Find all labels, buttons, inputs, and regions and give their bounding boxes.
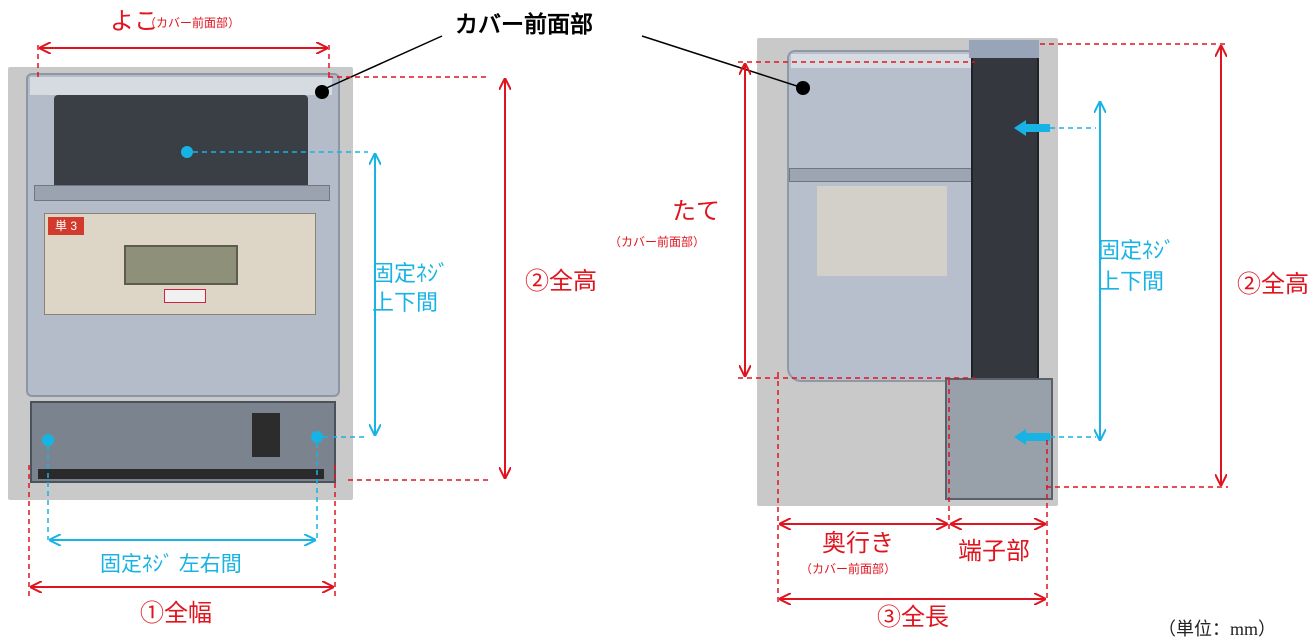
side-internal-module — [817, 186, 947, 276]
meter-badge: 単 3 — [48, 217, 84, 235]
side-view-photo — [757, 38, 1058, 506]
front-screw-top-dot — [181, 146, 193, 158]
side-base-dark — [971, 46, 1039, 388]
front-screw-vertical-label-2: 上下間 — [372, 290, 439, 315]
qr-code — [252, 413, 280, 457]
side-screw-bottom-arrow — [1014, 429, 1050, 445]
front-feet — [38, 469, 324, 479]
side-screw-vertical-label-1: 固定ﾈｼﾞ — [1098, 238, 1176, 263]
callout-leader-right — [641, 35, 804, 89]
callout-leader-left — [321, 35, 443, 91]
front-screw-horizontal-label: 固定ﾈｼﾞ 左右間 — [100, 552, 242, 576]
front-shelf — [34, 185, 330, 201]
front-cover-rim — [30, 77, 332, 95]
front-upper-window — [54, 95, 308, 191]
total-width-label: ①全幅 — [140, 601, 212, 627]
width-sub-label: （カバー前面部） — [144, 16, 241, 30]
side-base-top — [969, 40, 1039, 58]
front-screw-bottom-dot — [311, 431, 323, 443]
side-total-height-label: ②全高 — [1237, 272, 1309, 298]
label-plate — [164, 289, 206, 303]
lcd-display — [124, 245, 238, 285]
front-total-height-label: ②全高 — [525, 269, 597, 295]
terminal-label: 端子部 — [958, 539, 1030, 565]
front-screw-vertical-label-1: 固定ﾈｼﾞ — [372, 261, 450, 286]
callout-dot-left — [315, 85, 329, 99]
front-view-photo: 単 3 — [8, 67, 353, 500]
total-length-label: ③全長 — [877, 605, 949, 631]
depth-sub-label: （カバー前面部） — [800, 562, 897, 576]
side-height-label: たて — [672, 199, 720, 225]
width-label: よこ — [110, 9, 158, 35]
side-height-sub-label: （カバー前面部） — [609, 235, 706, 249]
side-screw-top-arrow — [1014, 120, 1050, 136]
callout-dot-right — [796, 81, 810, 95]
unit-note: （単位：mm） — [1158, 619, 1277, 639]
side-cover-rim — [791, 54, 975, 68]
depth-label: 奥行き — [822, 531, 894, 557]
cover-front-callout: カバー前面部 — [455, 11, 593, 37]
front-screw-left-dot — [42, 434, 54, 446]
side-screw-vertical-label-2: 上下間 — [1098, 269, 1165, 294]
